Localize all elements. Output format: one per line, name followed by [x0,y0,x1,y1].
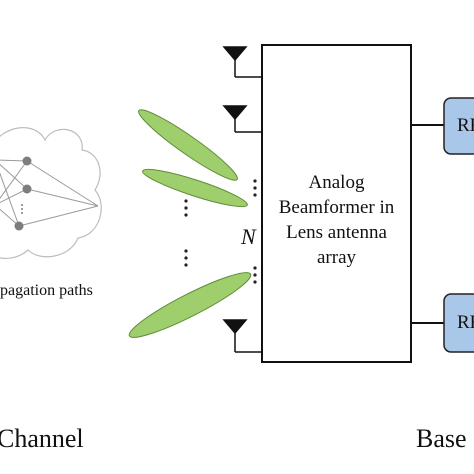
rf-chain-bottom-label: RF [457,312,474,333]
beamformer-line: Beamformer in [278,197,395,218]
beams [128,109,252,338]
channel-label: Channel [0,424,84,453]
propagation-paths-label: pagation paths [0,282,93,299]
beamformer-line: Analog [308,172,365,193]
rf-chain-top [443,97,474,155]
beamformer-text: Analog Beamformer in Lens antenna array [262,170,411,270]
scattering-cloud [0,127,102,259]
beam-ellipsis [184,199,188,267]
antenna-element [222,105,262,133]
antenna-element [222,46,262,78]
scatterer-node [14,221,24,231]
propagation-paths [0,159,99,227]
antenna-ellipsis [253,179,257,284]
base-station-label: Base [416,424,467,453]
beam [128,272,252,338]
beam [142,168,248,208]
beamformer-block [261,44,412,363]
cloud-ellipsis [21,204,23,214]
scatterer-nodes [14,156,32,231]
rf-chain-bottom [443,293,474,353]
scatterer-node [22,156,32,166]
scatterer-node [22,184,32,194]
beam [138,109,238,181]
antenna-element [222,319,262,353]
beamformer-line: array [316,247,357,268]
antenna-count-label: N [241,224,256,249]
beamformer-line: Lens antenna [286,222,387,243]
rf-chain-top-label: RF [457,115,474,136]
